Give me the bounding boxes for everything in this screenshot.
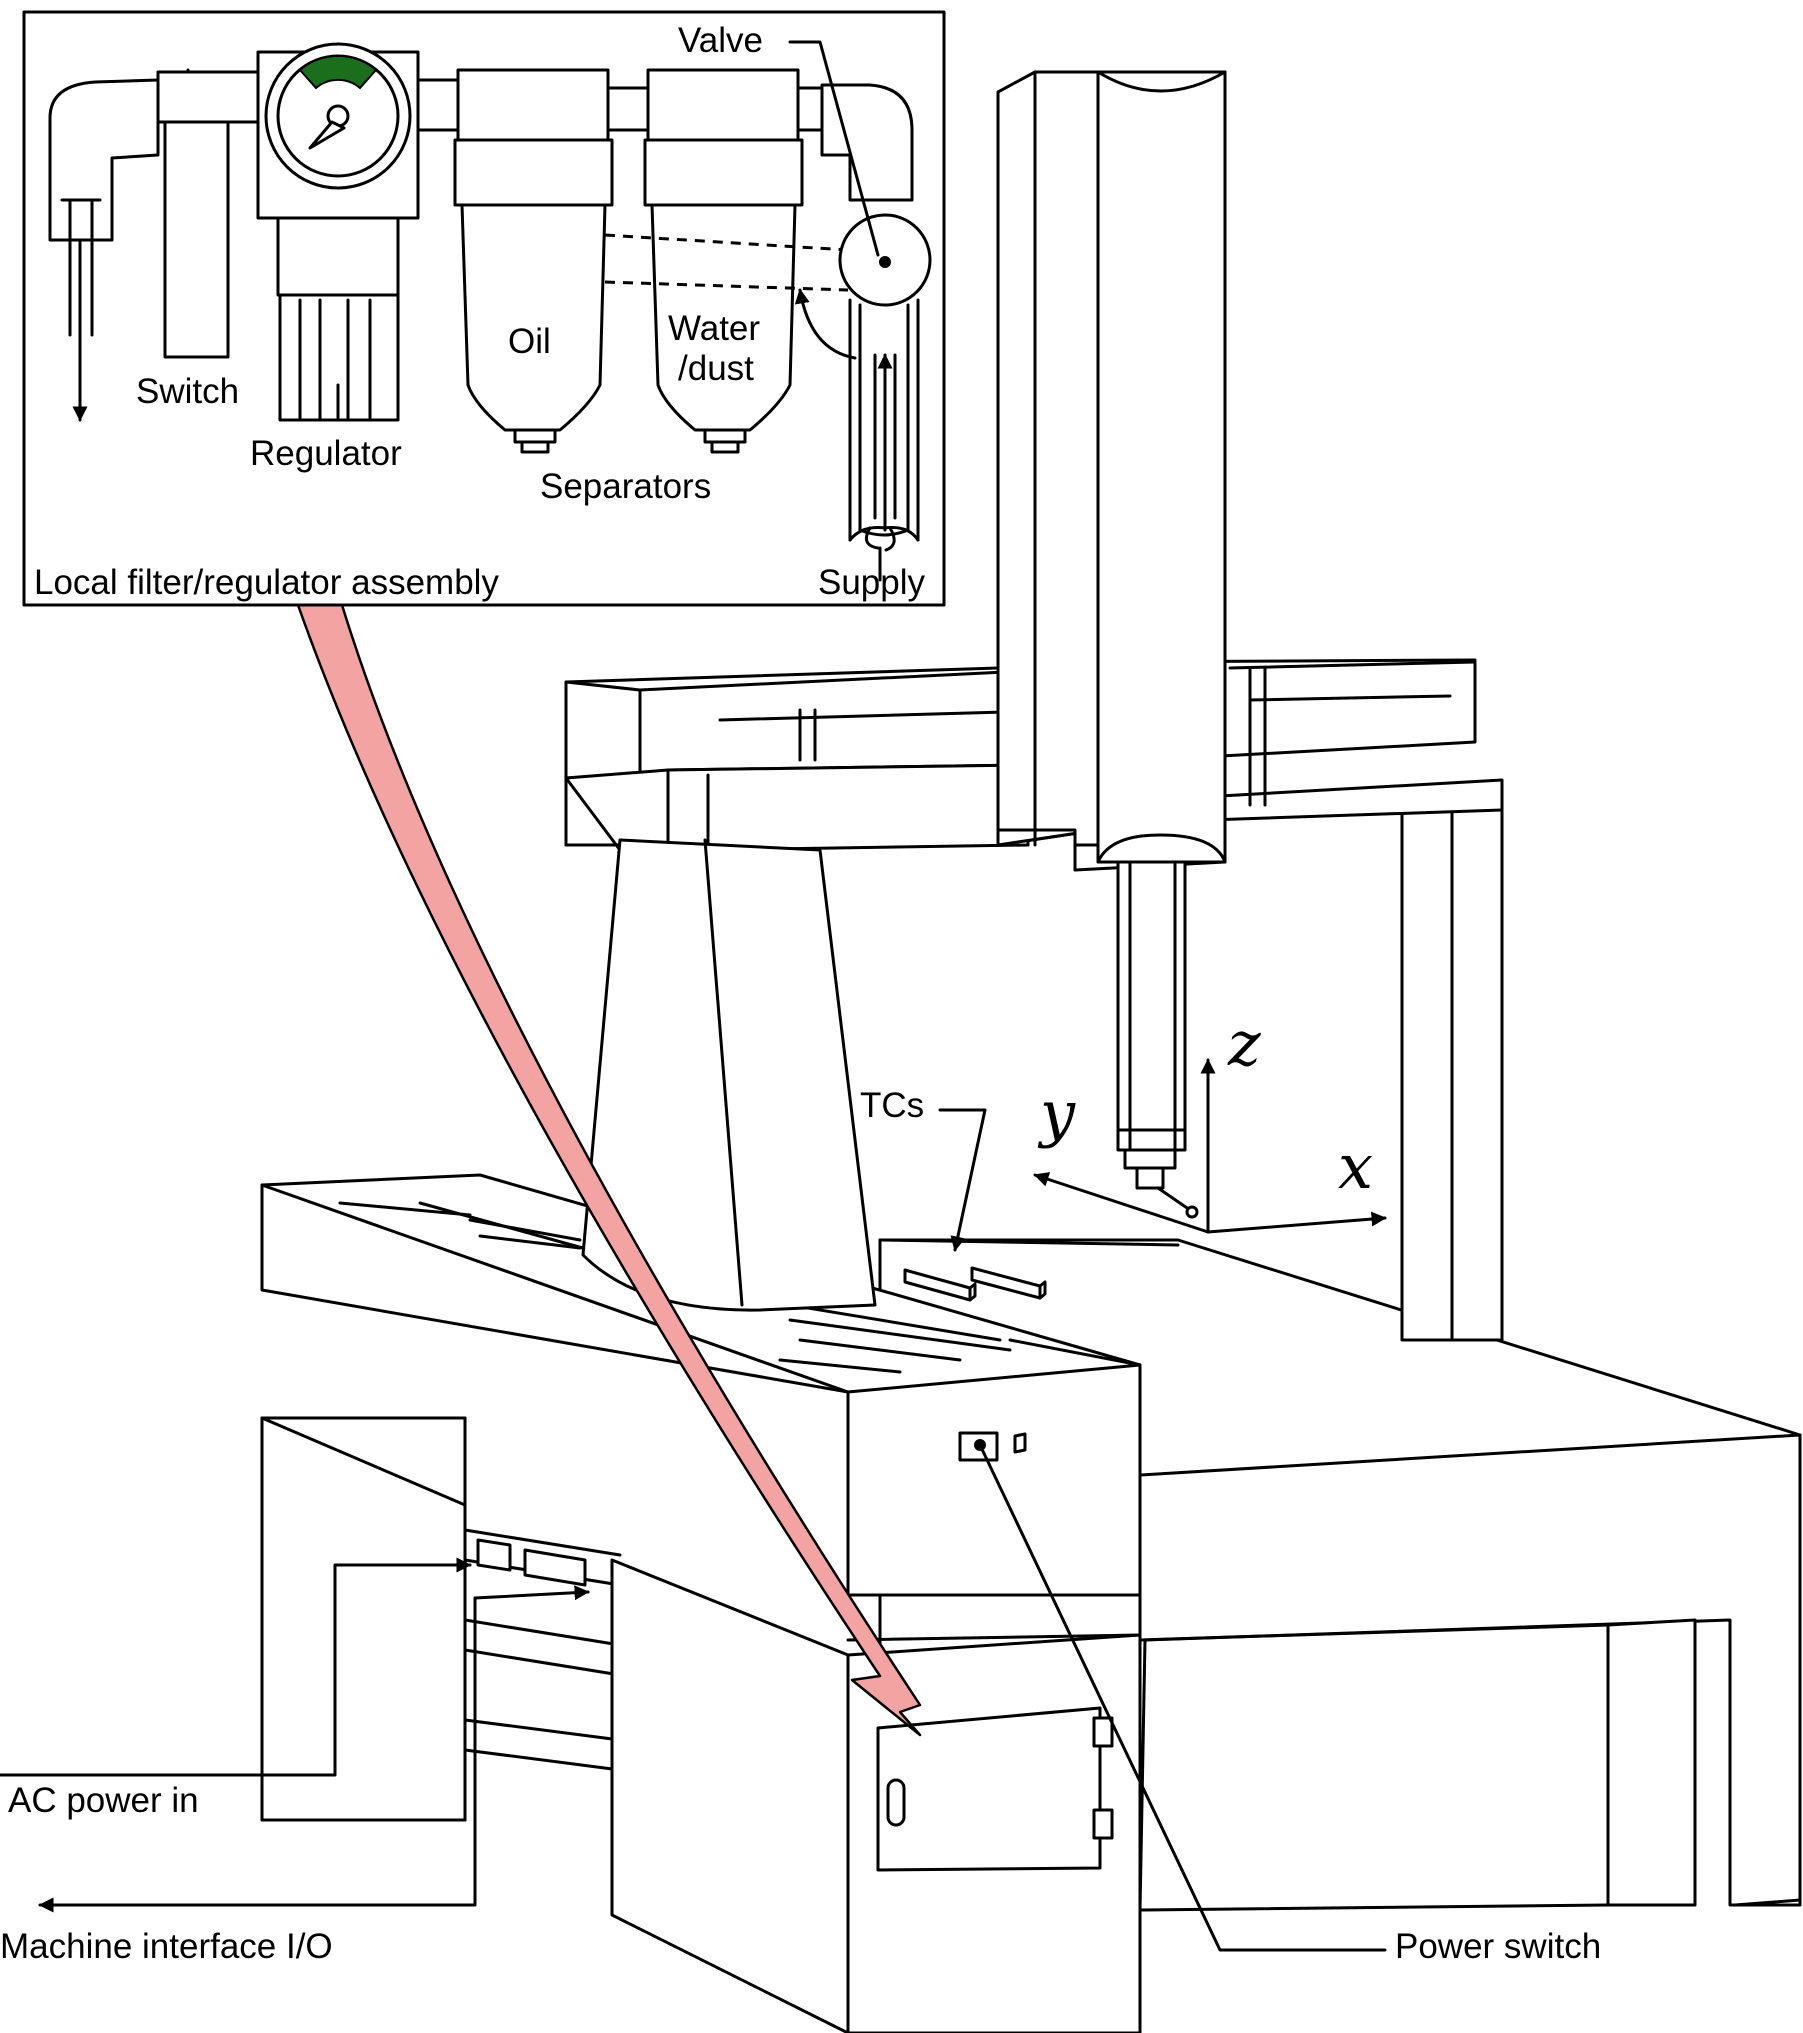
regulator-component — [256, 42, 420, 422]
cable-leaders — [0, 1108, 1387, 1952]
coordinate-axes — [1033, 1058, 1387, 1234]
supply-label: Supply — [818, 563, 926, 602]
dashed-flow-line — [604, 233, 849, 252]
water-dust-separator — [643, 68, 804, 454]
separators-label: Separators — [540, 467, 711, 506]
axis-y-label: y — [1037, 1077, 1076, 1150]
valve-label: Valve — [678, 21, 763, 60]
switch-label: Switch — [136, 372, 239, 411]
z-ram-assembly — [996, 70, 1227, 872]
machine-interface-label: Machine interface I/O — [0, 1927, 333, 1966]
power-switch-label: Power switch — [1395, 1927, 1601, 1966]
oil-separator — [453, 68, 614, 454]
water-label: Water — [668, 309, 760, 348]
cmm-machine: TCs AC power in Machine interface I/O Po… — [0, 70, 1802, 2033]
table-left-block — [260, 1173, 1142, 1597]
bridge-front-face — [564, 763, 1030, 852]
inlet-elbow-and-valve — [788, 40, 932, 582]
bridge-left-column — [581, 838, 877, 1312]
callout-arrow — [296, 603, 922, 1737]
pipe-segment — [416, 78, 460, 132]
oil-label: Oil — [508, 322, 551, 361]
axis-z-label: z — [1227, 1007, 1261, 1080]
inset-title: Local filter/regulator assembly — [34, 563, 499, 602]
filter-regulator-inset: Valve Switch Regulator Oil Water /dust S… — [22, 10, 946, 607]
outlet-elbow — [48, 78, 160, 422]
pipe-segment — [606, 86, 650, 132]
axis-x-label: x — [1338, 1130, 1373, 1203]
bridge-right-leg — [1400, 808, 1504, 1342]
regulator-label: Regulator — [250, 434, 402, 473]
tcs-label: TCs — [860, 1086, 924, 1125]
thermocouples — [903, 1266, 1047, 1302]
probe — [1116, 860, 1199, 1219]
dust-label: /dust — [678, 349, 754, 388]
ac-power-in-label: AC power in — [8, 1781, 199, 1820]
